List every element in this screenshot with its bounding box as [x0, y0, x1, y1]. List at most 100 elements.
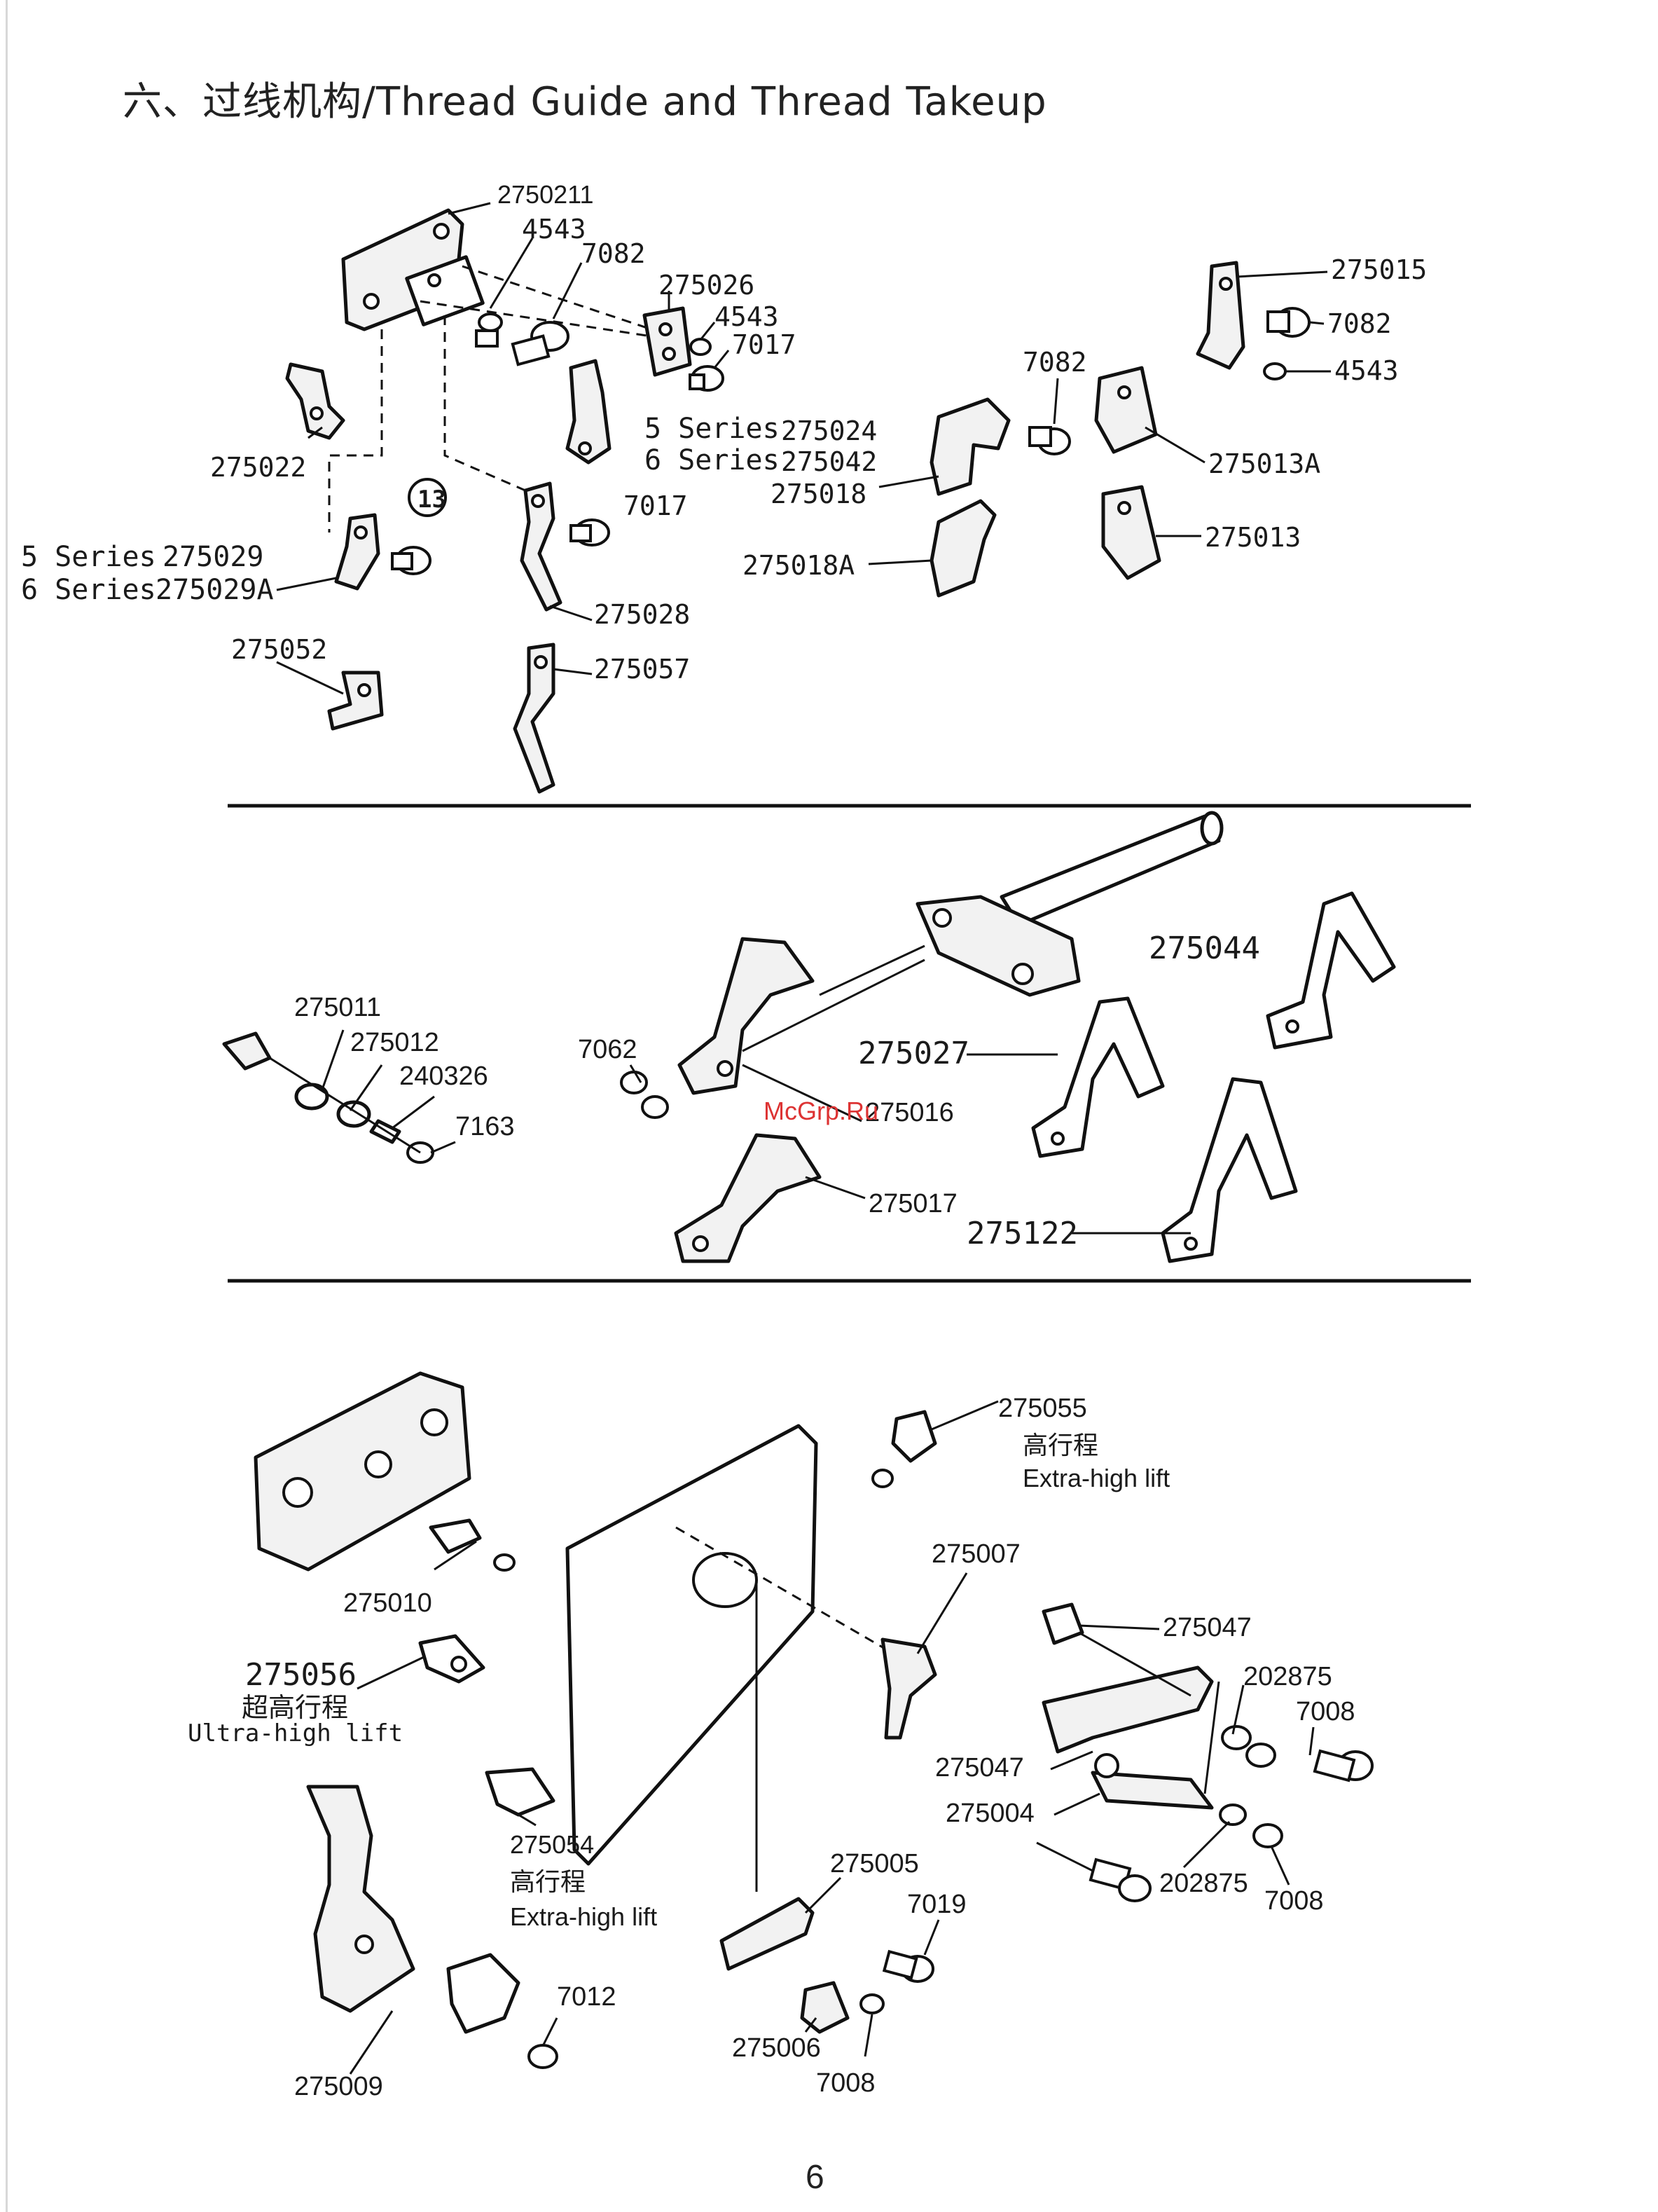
part-275007-drawing — [880, 1637, 937, 1740]
label-275029A: 275029A — [156, 574, 274, 606]
screw-7019-drawing — [882, 1949, 934, 1983]
label-275044: 275044 — [1149, 930, 1260, 966]
part-275122-drawing — [1161, 1077, 1298, 1263]
screw-bottom-drawing — [1089, 1857, 1152, 1902]
label-275027: 275027 — [858, 1036, 969, 1071]
label-275018A: 275018A — [742, 550, 855, 581]
label-275047-b: 275047 — [935, 1753, 1024, 1782]
part-275055-drawing — [871, 1410, 937, 1488]
section-thread-takeup: 275011 275012 240326 7163 7062 275016 27… — [222, 811, 1396, 1263]
part-275054-drawing — [485, 1767, 555, 1817]
label-275007: 275007 — [932, 1539, 1021, 1569]
label-275011: 275011 — [294, 993, 381, 1022]
label-275055-en: Extra-high lift — [1023, 1464, 1170, 1492]
part-275016-drawing — [677, 937, 815, 1095]
label-275009: 275009 — [294, 2072, 383, 2101]
screw-7082-drawing — [511, 321, 569, 366]
label-275024: 275024 — [781, 415, 877, 446]
screw-7008-b-drawing — [1252, 1823, 1283, 1848]
label-275029-prefix: 5 Series — [21, 541, 156, 573]
label-275016: 275016 — [865, 1098, 954, 1127]
label-4543-b: 4543 — [714, 301, 779, 332]
label-240326: 240326 — [399, 1062, 488, 1091]
label-7008-b: 7008 — [1264, 1886, 1324, 1916]
label-4543-c: 4543 — [1334, 355, 1399, 386]
screw-4543-drawing — [475, 312, 503, 348]
section-thread-guide: 2750211 4543 7082 275026 4543 7017 5 Ser… — [21, 180, 1427, 794]
label-7082-b: 7082 — [1327, 308, 1392, 339]
part-275026-drawing — [642, 306, 692, 377]
label-7082-a: 7082 — [581, 238, 646, 269]
part-275013A-drawing — [1094, 366, 1158, 454]
label-275012: 275012 — [350, 1028, 439, 1057]
watermark: McGrp.Ru — [764, 1097, 879, 1125]
label-275013A: 275013A — [1208, 448, 1320, 479]
page-edge — [6, 0, 8, 2212]
screw-7082c-drawing — [1028, 426, 1071, 455]
page-number: 6 — [806, 2159, 824, 2196]
part-275027-drawing — [1031, 996, 1165, 1158]
label-5-series: 5 Series — [644, 413, 780, 445]
part-275005-drawing — [719, 1897, 815, 1971]
part-275015-drawing — [1196, 261, 1245, 370]
label-2750211: 2750211 — [497, 180, 593, 209]
label-275054: 275054 — [510, 1830, 594, 1859]
label-275056-cn: 超高行程 — [242, 1692, 348, 1723]
part-275004-drawing — [1042, 1665, 1214, 1810]
label-275056: 275056 — [245, 1657, 357, 1693]
screw-7017b-drawing — [569, 518, 610, 547]
part-275006-drawing — [800, 1981, 885, 2034]
label-275017: 275017 — [869, 1189, 958, 1218]
screw-7062-drawing — [620, 1071, 669, 1119]
part-275029-drawing — [334, 513, 380, 591]
label-4543-a: 4543 — [522, 214, 586, 245]
label-275028: 275028 — [594, 599, 690, 630]
label-7008-a: 7008 — [1296, 1697, 1355, 1726]
cover-plate-drawing — [565, 1424, 818, 1866]
label-7012: 7012 — [557, 1982, 616, 2012]
label-275056-en: Ultra-high lift — [188, 1719, 403, 1747]
screw-13-drawing — [391, 546, 431, 575]
label-275042: 275042 — [781, 446, 877, 477]
screw-7008-a-drawing — [1313, 1749, 1374, 1782]
label-275054-en: Extra-high lift — [510, 1902, 657, 1931]
part-275044-drawing — [1266, 891, 1396, 1050]
part-2750211-bracket-drawing — [341, 208, 485, 331]
part-275018-drawing — [930, 397, 1011, 496]
part-275047-a-drawing — [1042, 1602, 1084, 1645]
washer-202875-b-drawing — [1219, 1804, 1247, 1826]
section-lift-mechanism: 275055 高行程 Extra-high lift 275010 275056… — [188, 1371, 1374, 2101]
part-275022-drawing — [285, 362, 345, 440]
part-275028-drawing — [520, 481, 562, 612]
screw-4543b-drawing — [689, 338, 712, 356]
label-7019: 7019 — [907, 1890, 967, 1919]
part-275012-drawing — [294, 1083, 371, 1128]
part-275052-drawing — [327, 671, 384, 731]
part-275013-drawing — [1101, 485, 1161, 580]
label-7163: 7163 — [455, 1112, 515, 1141]
label-275006: 275006 — [732, 2033, 821, 2063]
label-275052: 275052 — [231, 634, 327, 665]
label-275122: 275122 — [967, 1216, 1078, 1251]
part-275056-drawing — [418, 1634, 485, 1684]
label-275026: 275026 — [658, 270, 754, 301]
label-7017-a: 7017 — [732, 329, 796, 360]
label-275054-cn: 高行程 — [510, 1868, 586, 1897]
label-275055: 275055 — [998, 1394, 1087, 1423]
label-275004: 275004 — [946, 1799, 1035, 1828]
label-7082-c: 7082 — [1023, 347, 1087, 378]
housing-block-drawing — [254, 1371, 471, 1572]
part-275024-drawing — [565, 359, 612, 465]
part-275057-drawing — [513, 643, 555, 794]
part-275010-drawing — [429, 1518, 516, 1572]
label-275057: 275057 — [594, 654, 690, 685]
label-6-series: 6 Series — [644, 444, 780, 476]
label-7017-b: 7017 — [623, 490, 688, 521]
part-275009-drawing — [306, 1785, 520, 2034]
label-275055-cn: 高行程 — [1023, 1431, 1098, 1460]
part-275017-drawing — [674, 1133, 822, 1263]
label-275018: 275018 — [771, 479, 866, 509]
screw-7082b-drawing — [1266, 307, 1311, 338]
label-275013: 275013 — [1205, 522, 1301, 553]
